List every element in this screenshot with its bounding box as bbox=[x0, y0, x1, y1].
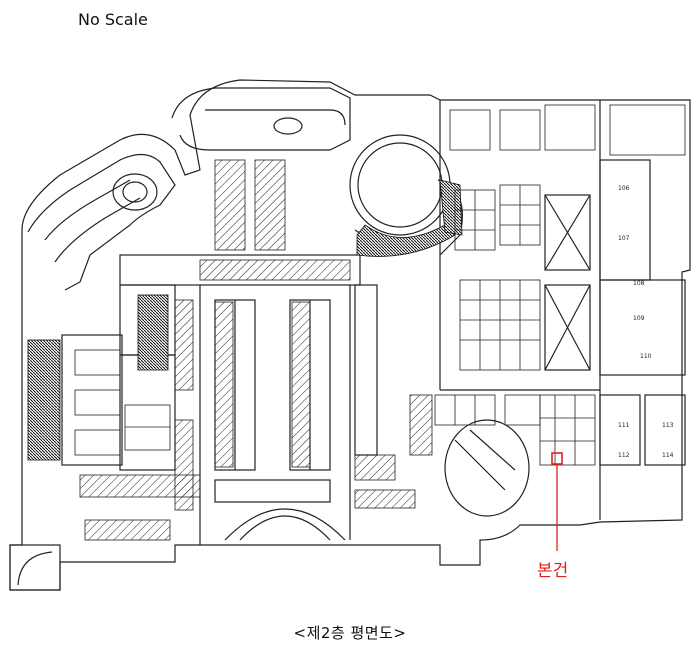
subject-marker bbox=[551, 452, 563, 551]
circular-ramp bbox=[349, 134, 451, 236]
subject-label: 본건 bbox=[537, 561, 569, 581]
hatched-stalls bbox=[79, 159, 433, 541]
scale-note: No Scale bbox=[78, 10, 148, 29]
room-label: 107 bbox=[618, 235, 630, 242]
ramp-curve-left bbox=[27, 153, 176, 291]
room-label: 110 bbox=[640, 353, 652, 360]
bottom-arch bbox=[224, 508, 346, 541]
room-label: 108 bbox=[633, 280, 645, 287]
plan-caption: <제2층 평면도> bbox=[293, 624, 407, 642]
room-label: 114 bbox=[662, 452, 674, 459]
ramp-curve-top bbox=[171, 87, 351, 151]
building-outline bbox=[9, 79, 691, 591]
oval-hall bbox=[444, 419, 530, 517]
room-label: 106 bbox=[618, 185, 630, 192]
room-label: 111 bbox=[618, 422, 630, 429]
room-label-group: 106 107 108 109 110 111 112 113 114 bbox=[618, 185, 674, 459]
room-label: 113 bbox=[662, 422, 674, 429]
room-label: 112 bbox=[618, 452, 630, 459]
spiral-ramp bbox=[112, 173, 158, 211]
room-label: 109 bbox=[633, 315, 645, 322]
stair-blocks bbox=[27, 179, 463, 461]
parking-bays-centre bbox=[214, 284, 378, 503]
grid-cells-right bbox=[74, 104, 686, 466]
subject-unit-box bbox=[551, 452, 563, 465]
